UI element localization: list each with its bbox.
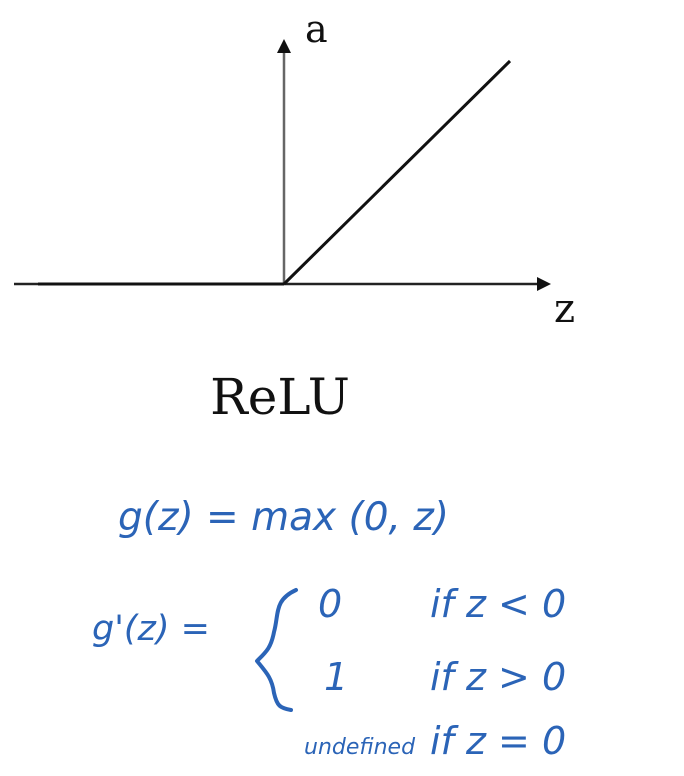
case-condition-2: if z = 0 (430, 719, 566, 763)
derivative-brace (255, 588, 298, 712)
derivative-label: g'(z) = (92, 609, 210, 649)
relu-positive-segment (282, 59, 512, 286)
horizontal-axis-label: z (554, 286, 575, 332)
case-value-1: 1 (324, 655, 348, 699)
case-condition-1: if z > 0 (430, 655, 566, 699)
vertical-axis-label: a (305, 7, 328, 51)
diagram-title: ReLU (210, 368, 350, 426)
case-value-0: 0 (318, 582, 342, 626)
relu-definition: g(z) = max (0, z) (118, 495, 449, 540)
case-condition-0: if z < 0 (430, 582, 566, 626)
case-value-2: undefined (304, 735, 416, 760)
